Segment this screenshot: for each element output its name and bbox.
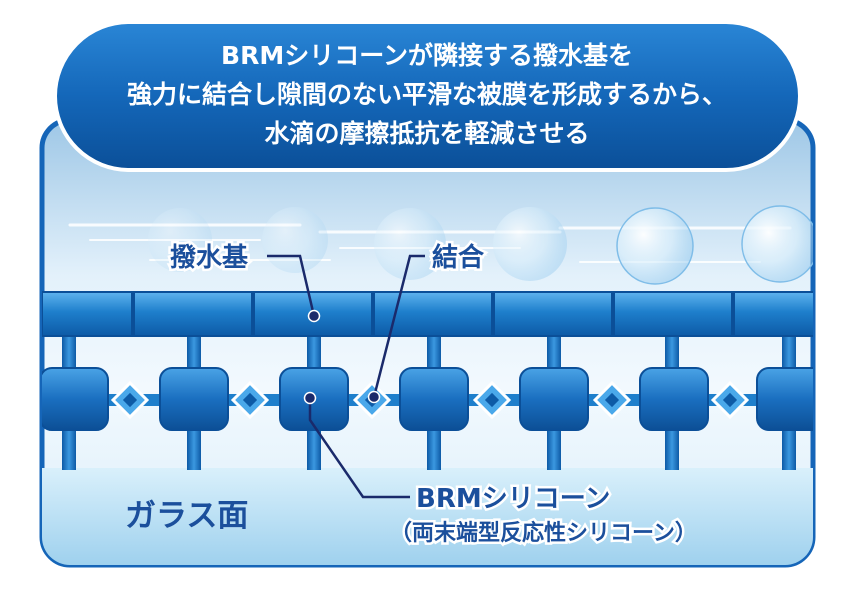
label-brm-silicone-detail: （両末端型反応性シリコーン） bbox=[390, 520, 697, 546]
diagram-panel bbox=[39, 117, 816, 568]
header-line-3: 水滴の摩擦抵抗を軽減させる bbox=[264, 119, 589, 148]
water-droplet bbox=[262, 207, 328, 273]
water-droplet bbox=[374, 208, 446, 280]
label-water-repellent: 撥水基 bbox=[170, 243, 249, 273]
header-line-2: 強力に結合し隙間のない平滑な被膜を形成するから、 bbox=[127, 80, 727, 109]
header-line-1: BRMシリコーンが隣接する撥水基を bbox=[221, 41, 633, 70]
label-bond: 結合 bbox=[432, 242, 485, 273]
water-droplet bbox=[741, 205, 813, 283]
leader-dots bbox=[303, 309, 381, 405]
label-glass-surface: ガラス面 bbox=[125, 498, 248, 534]
header-banner: BRMシリコーンが隣接する撥水基を 強力に結合し隙間のない平滑な被膜を形成するか… bbox=[53, 20, 802, 172]
water-droplet bbox=[148, 208, 212, 272]
bond-diamonds bbox=[110, 380, 750, 420]
leader-lines bbox=[267, 254, 425, 499]
glass-surface bbox=[42, 468, 813, 565]
silicone-blocks bbox=[42, 367, 813, 431]
water-droplet bbox=[493, 207, 567, 281]
water-repellent-bar bbox=[42, 291, 813, 337]
water-droplets bbox=[148, 205, 813, 285]
water-droplet bbox=[616, 207, 694, 285]
label-brm-silicone: BRMシリコーン bbox=[416, 484, 610, 514]
